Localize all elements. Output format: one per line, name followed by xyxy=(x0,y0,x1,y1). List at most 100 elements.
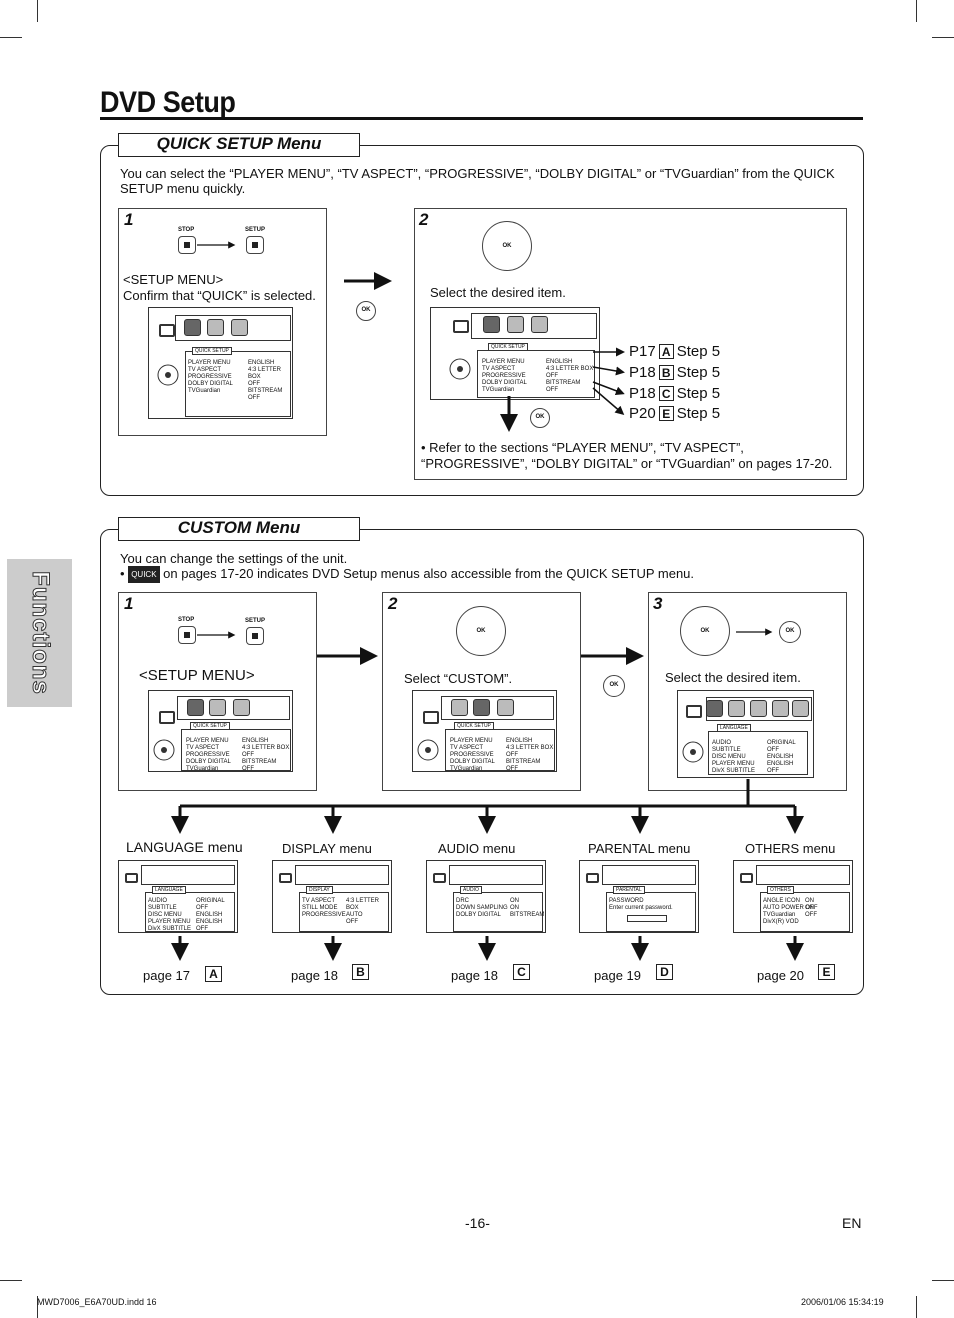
custom-intro2: • QUICK on pages 17-20 indicates DVD Set… xyxy=(120,566,850,583)
custom-section xyxy=(100,529,864,995)
osd-row: DOLBY DIGITAL xyxy=(450,759,495,765)
osd-value: ENGLISH xyxy=(248,360,275,366)
quick-osd-step2: QUICK SETUP PLAYER MENU TV ASPECT PROGRE… xyxy=(430,307,600,400)
intro2-text: on pages 17-20 indicates DVD Setup menus… xyxy=(163,566,695,581)
osd-rows: PLAYER MENU TV ASPECT PROGRESSIVE DOLBY … xyxy=(188,360,233,395)
crop-mark xyxy=(916,0,917,22)
osd-header: DISPLAY xyxy=(306,886,333,894)
tv-icon xyxy=(159,324,175,337)
ref-step: Step 5 xyxy=(676,405,721,422)
osd-value: BITSTREAM xyxy=(506,759,541,765)
page-ref-audio: page 18 xyxy=(451,968,498,983)
quick-icon xyxy=(451,699,468,716)
osd-icon-bar xyxy=(295,865,389,885)
stop-button-icon xyxy=(178,236,196,254)
ref-letter: A xyxy=(658,344,674,359)
crop-mark xyxy=(37,1296,38,1318)
dpad-icon xyxy=(157,364,179,386)
osd-icon-bar xyxy=(141,865,235,885)
crop-mark xyxy=(932,37,954,38)
osd-value: OFF xyxy=(506,752,518,758)
osd-value: OFF xyxy=(242,752,254,758)
osd-value: BITSTREAM xyxy=(546,380,581,386)
tv-icon xyxy=(686,705,702,718)
ref-page: P18 xyxy=(629,364,656,381)
menu-label-language: LANGUAGE menu xyxy=(126,839,243,855)
custom-step1-number: 1 xyxy=(124,594,134,613)
menu-label-parental: PARENTAL menu xyxy=(588,841,691,856)
dpad-icon xyxy=(417,739,439,761)
dpad-ok-icon: OK xyxy=(456,606,506,656)
osd-rows: PLAYER MENU TV ASPECT PROGRESSIVE DOLBY … xyxy=(450,738,495,773)
quick-step1-number: 1 xyxy=(124,210,134,229)
osd-values: ENGLISH 4:3 LETTER BOX OFF BITSTREAM OFF xyxy=(546,359,593,394)
osd-value: ORIGINAL xyxy=(196,898,225,904)
tv-icon xyxy=(433,873,446,883)
title-rule xyxy=(100,117,863,120)
osd-value: OFF xyxy=(248,395,260,401)
custom-icon xyxy=(473,699,490,716)
menu-label-others: OTHERS menu xyxy=(745,841,836,856)
parental-icon xyxy=(772,700,789,717)
osd-value: ENGLISH xyxy=(242,738,269,744)
osd-value: 4:3 LETTER BOX xyxy=(242,745,290,751)
osd-value: ENGLISH xyxy=(546,359,573,365)
page-letter-a: A xyxy=(205,966,222,982)
osd-row: TV ASPECT xyxy=(188,367,222,373)
osd-row: PROGRESSIVE xyxy=(482,373,526,379)
osd-value: OFF xyxy=(546,373,558,379)
quick-step2-number: 2 xyxy=(419,210,429,229)
osd-header: QUICK SETUP xyxy=(488,343,528,351)
osd-row: DISC MENU xyxy=(148,912,182,918)
osd-value: 4:3 LETTER BOX xyxy=(346,898,380,911)
custom-step2-number: 2 xyxy=(388,594,398,613)
password-boxes xyxy=(627,915,667,922)
osd-row: DOLBY DIGITAL xyxy=(188,381,233,387)
osd-row: DRC xyxy=(456,898,469,904)
tv-icon xyxy=(159,711,175,724)
stop-label: STOP xyxy=(178,617,195,623)
page-ref-others: page 20 xyxy=(757,968,804,983)
osd-values: ENGLISH 4:3 LETTER BOX OFF BITSTREAM OFF xyxy=(242,738,289,773)
ok-button-icon: OK xyxy=(779,621,801,643)
custom-intro1: You can change the settings of the unit. xyxy=(120,551,348,566)
quick-step2-caption: Select the desired item. xyxy=(430,285,566,300)
page-title: DVD Setup xyxy=(100,86,236,119)
osd-header: PARENTAL xyxy=(613,886,645,894)
ref-page: P20 xyxy=(629,405,656,422)
page-letter-c: C xyxy=(513,964,530,980)
page-letter-b: B xyxy=(352,964,369,980)
osd-value: OFF xyxy=(346,919,358,925)
quick-icon xyxy=(483,316,500,333)
ok-button-icon: OK xyxy=(356,301,376,321)
tv-icon xyxy=(279,873,292,883)
osd-values: ENGLISH 4:3 LETTER BOX OFF BITSTREAM OFF xyxy=(248,360,290,402)
ok-button-icon: OK xyxy=(603,675,625,697)
side-tab: Functions xyxy=(7,559,72,707)
osd-value: OFF xyxy=(546,387,558,393)
ref-step: Step 5 xyxy=(676,385,721,402)
quick-osd-menu: QUICK SETUP PLAYER MENU TV ASPECT PROGRE… xyxy=(477,343,595,398)
osd-row: DivX(R) VOD xyxy=(763,919,799,925)
osd-value: ENGLISH xyxy=(767,754,794,760)
osd-row: TVGuardian xyxy=(186,766,219,772)
osd-rows: PLAYER MENU TV ASPECT PROGRESSIVE DOLBY … xyxy=(186,738,231,773)
osd-header: LANGUAGE xyxy=(717,724,751,732)
audio-icon xyxy=(750,700,767,717)
osd-row: PASSWORD xyxy=(609,898,644,904)
osd-row: SUBTITLE xyxy=(712,747,741,753)
osd-value: BITSTREAM xyxy=(242,759,277,765)
dpad-icon xyxy=(153,739,175,761)
dpad-ok-icon: OK xyxy=(482,221,532,271)
menu-label-audio: AUDIO menu xyxy=(438,841,516,856)
quick-setup-section xyxy=(100,145,864,496)
